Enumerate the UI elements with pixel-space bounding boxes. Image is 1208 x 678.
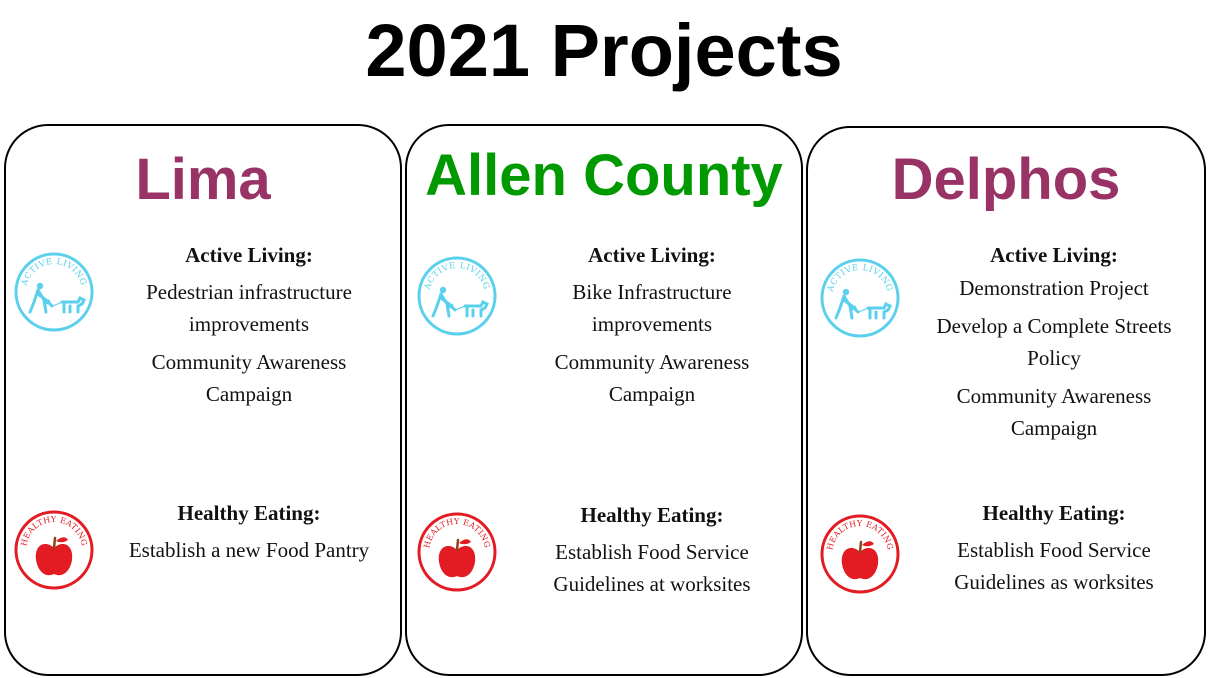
active-living-section: Active Living: Demonstration Project Dev… [908, 240, 1200, 444]
active-living-badge-icon: ACTIVE LIVING [415, 254, 499, 338]
list-item: Community Awareness Campaign [956, 384, 1152, 440]
card-title: Delphos [891, 147, 1121, 212]
apple-icon: HEALTHY EATING [820, 514, 900, 594]
card-title: Lima [135, 147, 271, 212]
list-item: Community Awareness Campaign [554, 350, 750, 406]
healthy-eating-section: Healthy Eating: Establish a new Food Pan… [104, 498, 394, 566]
apple-icon: HEALTHY EATING [417, 512, 497, 592]
list-item: Pedestrian infrastructure improvements [146, 280, 352, 336]
walker-dog-icon: ACTIVE LIVING [820, 258, 900, 338]
walker-dog-icon: ACTIVE LIVING [417, 256, 497, 336]
apple-icon: HEALTHY EATING [14, 510, 94, 590]
active-living-section: Active Living: Pedestrian infrastructure… [104, 240, 394, 410]
list-item: Establish Food Service Guidelines as wor… [954, 538, 1154, 594]
list-item: Establish a new Food Pantry [128, 538, 370, 562]
active-living-heading: Active Living: [588, 243, 716, 267]
list-item: Develop a Complete Streets Policy [936, 314, 1172, 370]
active-living-badge-icon: ACTIVE LIVING [818, 256, 902, 340]
walker-dog-icon: ACTIVE LIVING [14, 252, 94, 332]
healthy-eating-section: Healthy Eating: Establish Food Service G… [908, 498, 1200, 598]
card-delphos: Delphos ACTIVE LIVING Active Living: Dem… [806, 126, 1206, 676]
healthy-eating-badge-icon: HEALTHY EATING [818, 512, 902, 596]
list-item: Demonstration Project [959, 276, 1149, 300]
healthy-eating-heading: Healthy Eating: [177, 501, 321, 525]
page-title: 2021 Projects [365, 9, 843, 92]
healthy-eating-heading: Healthy Eating: [982, 501, 1126, 525]
active-living-heading: Active Living: [990, 243, 1118, 267]
healthy-eating-heading: Healthy Eating: [580, 503, 724, 527]
card-lima: Lima ACTIVE LIVING Active Living: Pedest… [4, 124, 402, 676]
healthy-eating-section: Healthy Eating: Establish Food Service G… [507, 500, 797, 600]
card-allen-county: Allen County ACTIVE LIVING Active Living… [405, 124, 803, 676]
list-item: Establish Food Service Guidelines at wor… [553, 540, 751, 596]
card-title: Allen County [425, 143, 783, 208]
healthy-eating-badge-icon: HEALTHY EATING [12, 508, 96, 592]
list-item: Bike Infrastructure improvements [572, 280, 732, 336]
healthy-eating-badge-icon: HEALTHY EATING [415, 510, 499, 594]
list-item: Community Awareness Campaign [151, 350, 347, 406]
active-living-badge-icon: ACTIVE LIVING [12, 250, 96, 334]
active-living-heading: Active Living: [185, 243, 313, 267]
active-living-section: Active Living: Bike Infrastructure impro… [507, 240, 797, 410]
